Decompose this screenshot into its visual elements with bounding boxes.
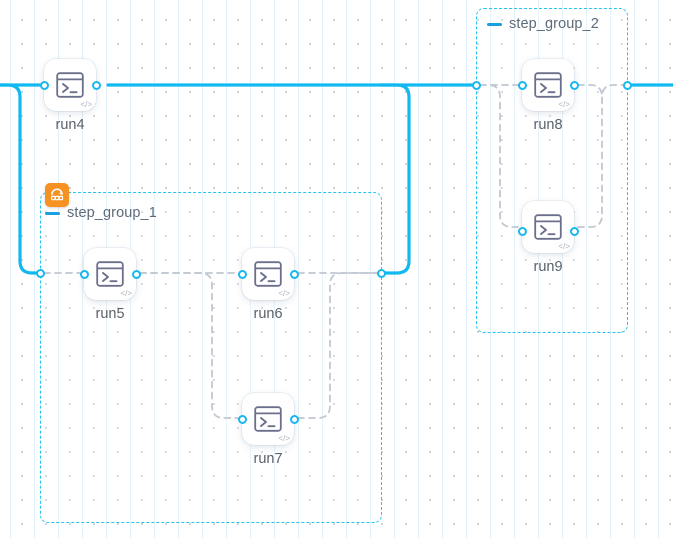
node-in-port[interactable] xyxy=(517,226,527,236)
node-card[interactable]: </> xyxy=(242,248,294,300)
node-card[interactable]: </> xyxy=(242,393,294,445)
group-title-step-group-2: step_group_2 xyxy=(509,16,599,32)
group-title-step-group-1: step_group_1 xyxy=(67,205,157,221)
group2-out-port[interactable] xyxy=(622,80,632,90)
node-run5[interactable]: </> run5 xyxy=(79,248,141,322)
node-label-run5: run5 xyxy=(95,306,125,322)
code-badge: </> xyxy=(558,242,570,251)
node-card[interactable]: </> xyxy=(522,201,574,253)
node-out-port[interactable] xyxy=(131,269,141,279)
terminal-icon xyxy=(56,72,84,98)
node-in-port[interactable] xyxy=(237,414,247,424)
node-out-port[interactable] xyxy=(569,80,579,90)
node-run8[interactable]: </> run8 xyxy=(517,59,579,133)
node-label-run4: run4 xyxy=(55,117,85,133)
group1-in-port[interactable] xyxy=(35,268,45,278)
node-label-run8: run8 xyxy=(533,117,563,133)
group-box-step-group-1[interactable] xyxy=(40,192,382,523)
edge-group1out-to-main xyxy=(379,83,411,275)
node-out-port[interactable] xyxy=(289,414,299,424)
group2-in-port[interactable] xyxy=(471,80,481,90)
group-header-step-group-2[interactable]: step_group_2 xyxy=(487,16,599,32)
terminal-icon xyxy=(96,261,124,287)
node-label-run9: run9 xyxy=(533,259,563,275)
node-run4[interactable]: </> run4 xyxy=(39,59,101,133)
edge-left-to-group1in xyxy=(0,83,42,275)
minus-icon[interactable] xyxy=(487,22,502,26)
node-out-port[interactable] xyxy=(569,226,579,236)
retry-loop-glyph xyxy=(50,188,64,201)
terminal-icon xyxy=(534,214,562,240)
terminal-icon xyxy=(254,406,282,432)
group-box-step-group-2[interactable] xyxy=(476,8,628,333)
node-run6[interactable]: </> run6 xyxy=(237,248,299,322)
node-run9[interactable]: </> run9 xyxy=(517,201,579,275)
retry-loop-icon[interactable] xyxy=(45,183,69,207)
terminal-icon xyxy=(534,72,562,98)
node-in-port[interactable] xyxy=(517,80,527,90)
node-in-port[interactable] xyxy=(39,80,49,90)
node-run7[interactable]: </> run7 xyxy=(237,393,299,467)
group-header-step-group-1[interactable]: step_group_1 xyxy=(45,205,157,221)
node-card[interactable]: </> xyxy=(44,59,96,111)
code-badge: </> xyxy=(278,289,290,298)
node-out-port[interactable] xyxy=(289,269,299,279)
group1-out-port[interactable] xyxy=(376,268,386,278)
node-in-port[interactable] xyxy=(237,269,247,279)
node-out-port[interactable] xyxy=(91,80,101,90)
node-card[interactable]: </> xyxy=(522,59,574,111)
node-in-port[interactable] xyxy=(79,269,89,279)
terminal-icon xyxy=(254,261,282,287)
node-card[interactable]: </> xyxy=(84,248,136,300)
minus-icon[interactable] xyxy=(45,211,60,215)
code-badge: </> xyxy=(120,289,132,298)
code-badge: </> xyxy=(278,434,290,443)
node-label-run7: run7 xyxy=(253,451,283,467)
node-label-run6: run6 xyxy=(253,306,283,322)
code-badge: </> xyxy=(558,100,570,109)
code-badge: </> xyxy=(80,100,92,109)
